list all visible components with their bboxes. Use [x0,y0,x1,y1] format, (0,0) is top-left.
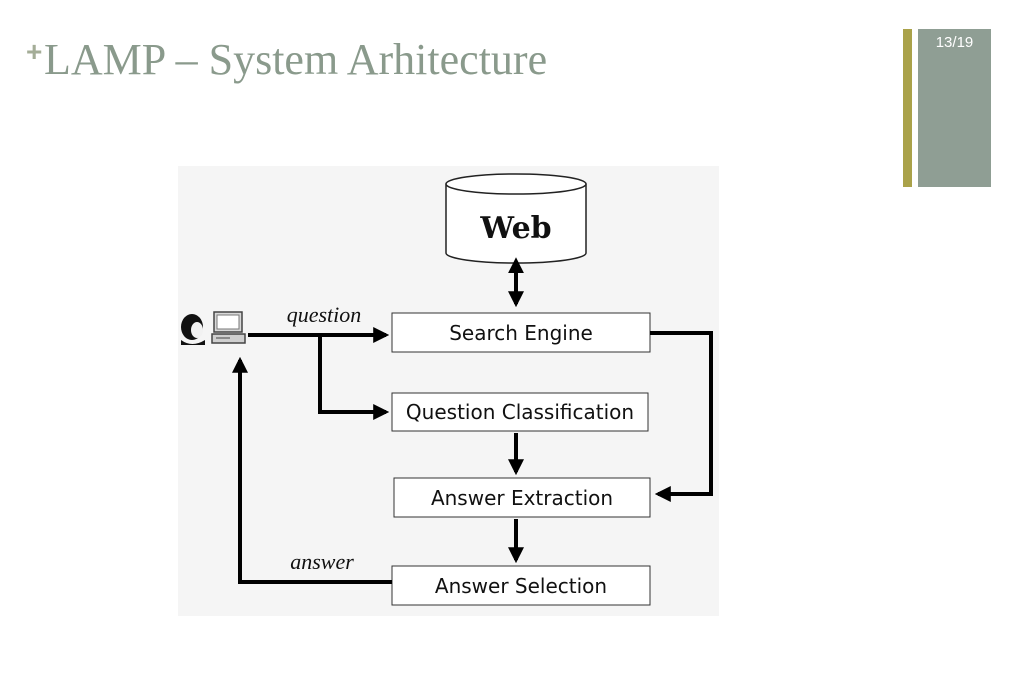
classification-arrow [318,335,390,420]
page-number: 13/19 [935,34,974,51]
accent-bar-grey [918,29,991,187]
web-label: Web [479,211,551,246]
answer-arrow [232,356,392,584]
answer-extraction-label: Answer Extraction [431,486,613,510]
accent-bar-gold [903,29,912,187]
slide-title: LAMP – System Arhitecture [44,35,548,84]
web-database: Web [445,173,587,264]
answer-extraction-node: Answer Extraction [393,477,651,518]
answer-label: answer [290,549,354,574]
question-label: question [287,302,362,327]
answer-selection-node: Answer Selection [391,565,651,606]
answer-selection-label: Answer Selection [435,574,607,598]
search-engine-label: Search Engine [449,321,593,345]
plus-icon: + [26,36,43,67]
computer-icon [211,311,246,344]
question-classification-node: Question Classification [391,392,649,432]
question-classification-label: Question Classification [406,400,634,424]
search-engine-node: Search Engine [391,312,651,353]
user-icon [181,314,205,345]
search-extraction-arrow [650,331,713,502]
